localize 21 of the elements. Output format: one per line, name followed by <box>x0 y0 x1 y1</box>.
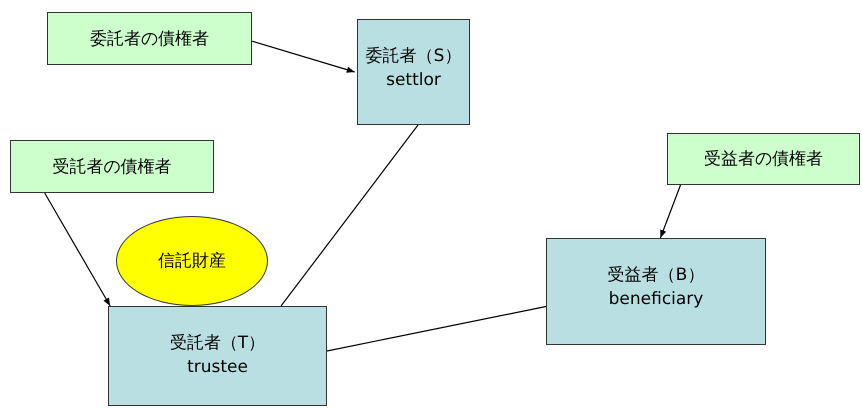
creditor-box <box>10 140 214 193</box>
arrow <box>252 40 355 73</box>
node-title: 受託者（T） <box>170 332 266 355</box>
party-box <box>546 238 766 345</box>
node-title: 受託者の債権者 <box>52 156 172 178</box>
node-title: 委託者の債権者 <box>90 28 209 50</box>
connector-line <box>326 306 546 352</box>
connector-line <box>280 124 418 306</box>
node-title: 受益者（B） <box>608 264 704 287</box>
party-box <box>357 19 470 125</box>
node-title: 委託者（S） <box>366 45 462 68</box>
creditor-box <box>47 12 252 65</box>
creditor-box <box>667 133 860 185</box>
node-title: 信託財産 <box>158 250 226 273</box>
node-subtitle: settlor <box>386 69 441 92</box>
arrow <box>44 192 111 306</box>
party-box <box>108 306 327 406</box>
arrow <box>660 184 682 238</box>
node-subtitle: trustee <box>187 356 248 379</box>
node-subtitle: beneficiary <box>608 288 704 311</box>
node-title: 受益者の債権者 <box>704 148 823 171</box>
